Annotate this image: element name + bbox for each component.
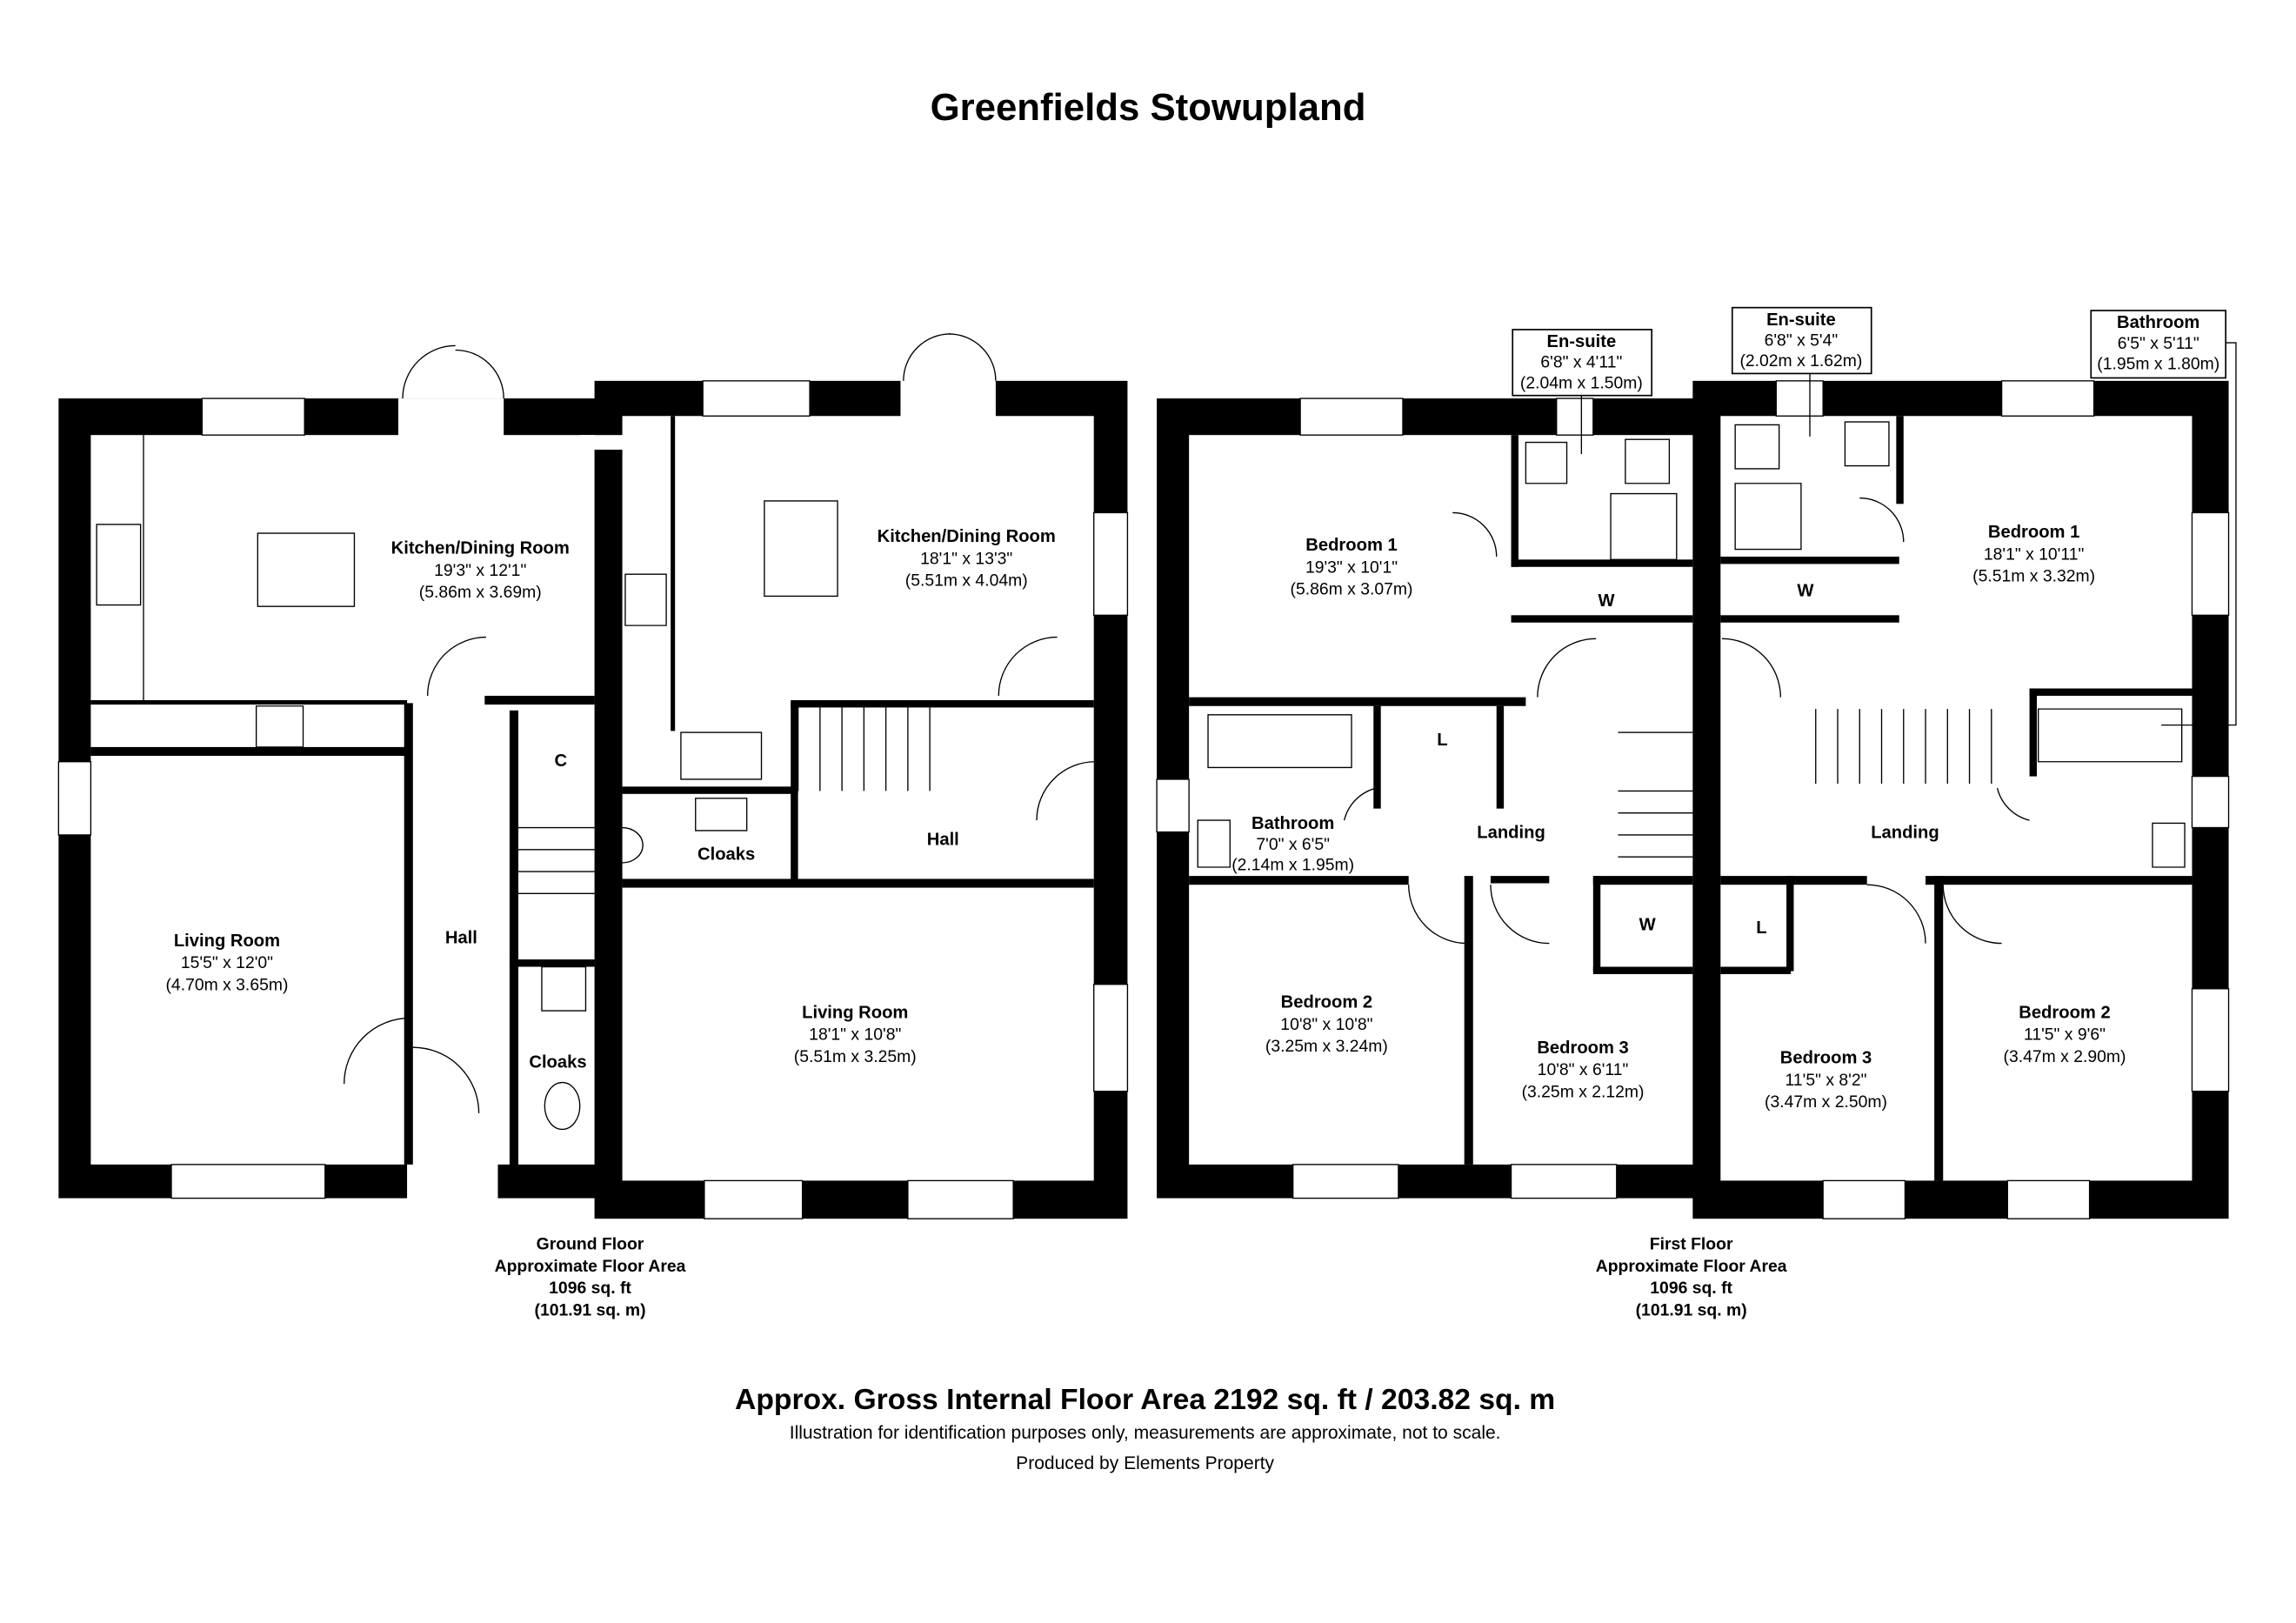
room-name: Living Room <box>174 932 280 951</box>
room-dims-imperial: 11'5" x 8'2" <box>1785 1071 1867 1090</box>
room-linen: L <box>1756 918 1766 938</box>
room-dims-metric: (3.25m x 3.24m) <box>1265 1037 1388 1056</box>
room-dims-metric: (5.51m x 4.04m) <box>905 571 1028 591</box>
callout-name: En-suite <box>1547 332 1617 351</box>
room-name: Living Room <box>802 1003 908 1022</box>
room-name: Bedroom 1 <box>1305 536 1397 555</box>
room-name: Bedroom 2 <box>2019 1003 2110 1022</box>
callout-dims-imperial: 6'8" x 5'4" <box>1765 331 1839 350</box>
first-floor-area: First Floor Approximate Floor Area 1096 … <box>1596 1235 1787 1320</box>
room-cloaks: Cloaks <box>697 845 755 865</box>
callout-ensuite-left: En-suite 6'8" x 4'11" (2.04m x 1.50m) <box>1512 329 1653 455</box>
room-bedroom-2-right: Bedroom 2 11'5" x 9'6" (3.47m x 2.90m) <box>2004 1003 2126 1066</box>
area-sqft: 1096 sq. ft <box>549 1279 631 1298</box>
room-bedroom-1-left: Bedroom 1 19'3" x 10'1" (5.86m x 3.07m) <box>1291 536 1413 599</box>
room-linen: L <box>1437 731 1447 750</box>
area-sqm: (101.91 sq. m) <box>534 1300 645 1319</box>
area-label: Approximate Floor Area <box>1596 1257 1787 1276</box>
callout-dims-metric: (1.95m x 1.80m) <box>2097 354 2219 373</box>
plan-title: Greenfields Stowupland <box>931 86 1366 129</box>
room-dims-metric: (5.86m x 3.69m) <box>419 583 542 602</box>
room-bedroom-1-right: Bedroom 1 18'1" x 10'11" (5.51m x 3.32m) <box>1972 523 2095 586</box>
gross-area: Approx. Gross Internal Floor Area 2192 s… <box>735 1384 1555 1416</box>
room-kitchen-dining-left: Kitchen/Dining Room 19'3" x 12'1" (5.86m… <box>391 539 570 603</box>
room-name: Bedroom 3 <box>1537 1039 1628 1058</box>
area-sqft: 1096 sq. ft <box>1650 1279 1732 1298</box>
room-dims-imperial: 18'1" x 10'8" <box>809 1025 901 1045</box>
room-name: Bedroom 2 <box>1281 993 1372 1012</box>
room-wardrobe: W <box>1598 591 1615 611</box>
callout-dims-metric: (2.02m x 1.62m) <box>1739 351 1862 371</box>
room-bathroom-left: Bathroom 7'0" x 6'5" (2.14m x 1.95m) <box>1231 814 1354 874</box>
ground-floor-walls <box>57 333 1129 1219</box>
ground-floor-area: Ground Floor Approximate Floor Area 1096… <box>495 1235 686 1320</box>
area-sqm: (101.91 sq. m) <box>1636 1300 1747 1319</box>
credit: Produced by Elements Property <box>1016 1453 1274 1473</box>
floor-label: First Floor <box>1650 1235 1733 1254</box>
room-dims-imperial: 10'8" x 10'8" <box>1280 1015 1372 1034</box>
room-dims-imperial: 19'3" x 12'1" <box>434 561 526 580</box>
room-cupboard: C <box>555 751 568 771</box>
room-dims-metric: (5.86m x 3.07m) <box>1291 580 1413 599</box>
room-dims-imperial: 7'0" x 6'5" <box>1256 835 1330 854</box>
room-bedroom-3-left: Bedroom 3 10'8" x 6'11" (3.25m x 2.12m) <box>1522 1039 1645 1102</box>
area-label: Approximate Floor Area <box>495 1257 686 1276</box>
room-dims-imperial: 11'5" x 9'6" <box>2024 1025 2106 1045</box>
room-name: Bedroom 1 <box>1988 523 2079 542</box>
room-living-right: Living Room 18'1" x 10'8" (5.51m x 3.25m… <box>794 1003 917 1066</box>
room-hall: Hall <box>445 929 477 948</box>
room-dims-metric: (2.14m x 1.95m) <box>1231 855 1354 874</box>
room-wardrobe: W <box>1639 915 1657 934</box>
callout-name: En-suite <box>1766 311 1836 330</box>
room-dims-imperial: 18'1" x 13'3" <box>920 549 1012 568</box>
disclaimer: Illustration for identification purposes… <box>790 1423 1501 1443</box>
callout-dims-metric: (2.04m x 1.50m) <box>1520 373 1643 392</box>
room-dims-imperial: 15'5" x 12'0" <box>181 953 273 972</box>
room-cloaks: Cloaks <box>529 1053 586 1072</box>
room-dims-metric: (3.25m x 2.12m) <box>1522 1082 1645 1101</box>
callout-name: Bathroom <box>2117 313 2199 332</box>
room-living-left: Living Room 15'5" x 12'0" (4.70m x 3.65m… <box>166 932 289 995</box>
room-bedroom-3-right: Bedroom 3 11'5" x 8'2" (3.47m x 2.50m) <box>1765 1049 1887 1112</box>
room-name: Kitchen/Dining Room <box>391 539 570 558</box>
first-floor-labels: Bedroom 1 19'3" x 10'1" (5.86m x 3.07m) … <box>1231 523 2126 1319</box>
room-name: Bedroom 3 <box>1780 1049 1872 1068</box>
callout-dims-imperial: 6'8" x 4'11" <box>1540 353 1622 372</box>
room-dims-metric: (3.47m x 2.50m) <box>1765 1092 1887 1112</box>
room-dims-metric: (5.51m x 3.25m) <box>794 1047 917 1066</box>
room-dims-metric: (3.47m x 2.90m) <box>2004 1047 2126 1066</box>
ground-floor-labels: Kitchen/Dining Room 19'3" x 12'1" (5.86m… <box>166 527 1056 1319</box>
room-hall: Hall <box>927 831 959 850</box>
room-kitchen-dining-right: Kitchen/Dining Room 18'1" x 13'3" (5.51m… <box>878 527 1056 591</box>
callout-bathroom-right: Bathroom 6'5" x 5'11" (1.95m x 1.80m) <box>2090 310 2237 726</box>
first-floor-walls: En-suite 6'8" x 4'11" (2.04m x 1.50m) En… <box>1156 306 2237 1219</box>
room-name: Bathroom <box>1251 814 1334 833</box>
room-name: Kitchen/Dining Room <box>878 527 1056 546</box>
callout-ensuite-right: En-suite 6'8" x 5'4" (2.02m x 1.62m) <box>1731 306 1872 437</box>
room-dims-metric: (5.51m x 3.32m) <box>1972 567 2095 586</box>
room-dims-imperial: 10'8" x 6'11" <box>1538 1060 1629 1079</box>
room-landing: Landing <box>1477 823 1545 842</box>
room-wardrobe: W <box>1797 581 1814 600</box>
room-dims-metric: (4.70m x 3.65m) <box>166 975 289 994</box>
room-bedroom-2-left: Bedroom 2 10'8" x 10'8" (3.25m x 3.24m) <box>1265 993 1388 1057</box>
room-dims-imperial: 18'1" x 10'11" <box>1984 544 2085 564</box>
callout-dims-imperial: 6'5" x 5'11" <box>2118 334 2199 353</box>
floor-label: Ground Floor <box>537 1235 644 1254</box>
room-dims-imperial: 19'3" x 10'1" <box>1305 558 1398 577</box>
room-landing: Landing <box>1871 823 1939 842</box>
